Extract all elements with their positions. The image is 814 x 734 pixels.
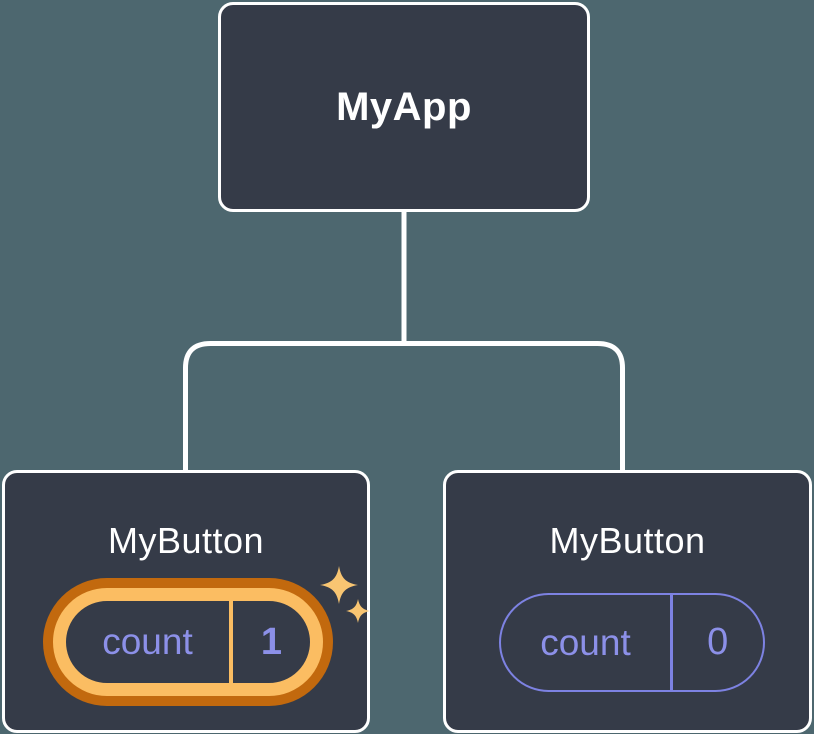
state-value: 1 [260, 620, 283, 663]
node-mybutton-left: MyButton count 1 [2, 470, 370, 733]
state-value: 0 [707, 621, 729, 663]
node-mybutton-right: MyButton count 0 [443, 470, 812, 733]
node-mybutton-right-label: MyButton [549, 520, 706, 561]
state-key: count [102, 621, 193, 662]
node-mybutton-left-label: MyButton [107, 520, 265, 561]
state-pill-highlighted: count 1 [53, 588, 323, 696]
state-pill-plain: count 0 [499, 593, 765, 692]
state-pill-divider [229, 601, 233, 683]
state-pill-divider [670, 595, 673, 690]
node-myapp-label: MyApp [336, 84, 472, 129]
state-key: count [540, 621, 631, 663]
node-myapp: MyApp [218, 2, 590, 212]
sparkles-icon [320, 566, 370, 623]
